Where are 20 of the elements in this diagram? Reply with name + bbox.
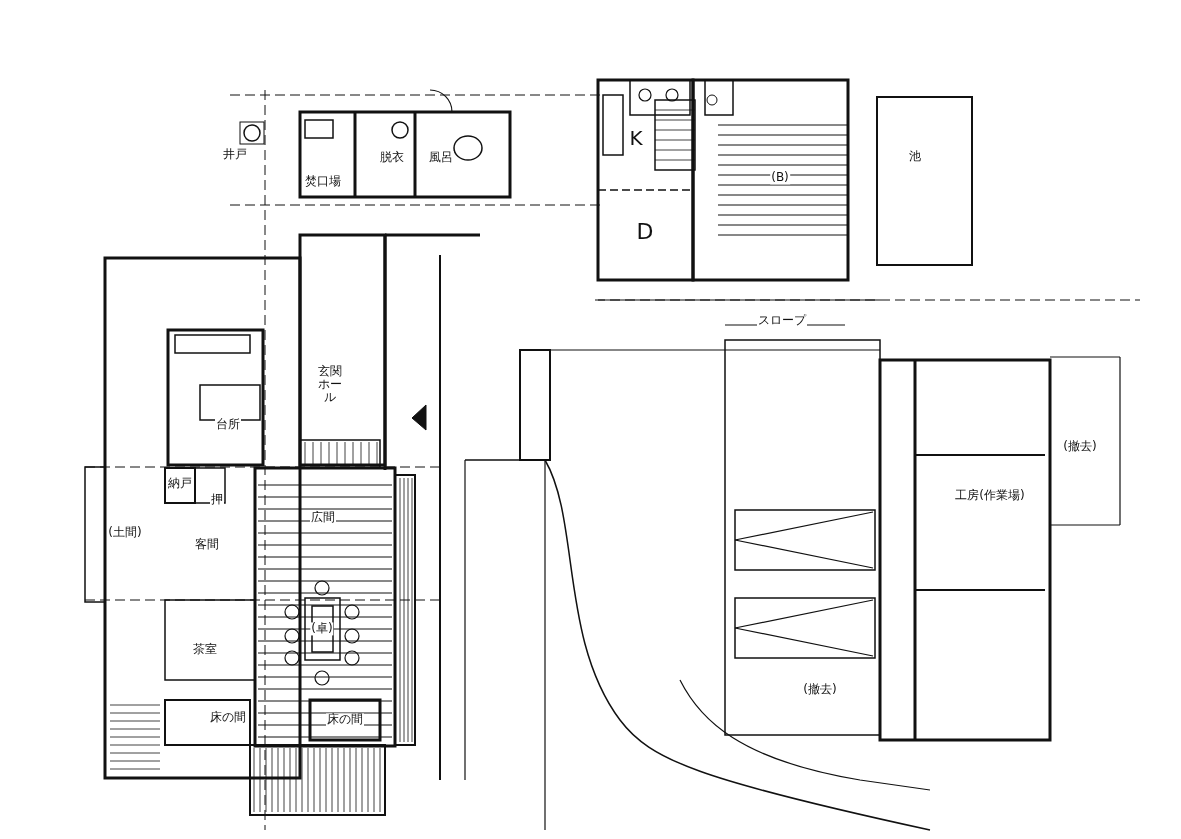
- room-label: (撤去): [802, 683, 838, 697]
- room-label: 茶室: [192, 643, 218, 657]
- room-label: (B): [770, 171, 790, 185]
- room-label: (土間): [107, 526, 143, 540]
- room-label: 客間: [194, 538, 220, 552]
- room-label: 納戸: [167, 477, 193, 491]
- room-label: 風呂: [428, 151, 454, 165]
- room-label: 台所: [215, 418, 241, 432]
- room-label: スロープ: [757, 314, 807, 328]
- room-label: 焚口場: [304, 175, 342, 189]
- room-label: 井戸: [222, 148, 248, 162]
- room-label: 池: [908, 150, 922, 164]
- room-label: 広間: [310, 511, 336, 525]
- room-label: (卓): [310, 622, 334, 636]
- room-label: 床の間: [326, 713, 364, 727]
- room-label: 床の間: [209, 711, 247, 725]
- room-label: (撤去): [1062, 440, 1098, 454]
- room-label: 脱衣: [379, 151, 405, 165]
- room-label: 押: [210, 493, 224, 507]
- room-label: 工房(作業場): [954, 489, 1026, 503]
